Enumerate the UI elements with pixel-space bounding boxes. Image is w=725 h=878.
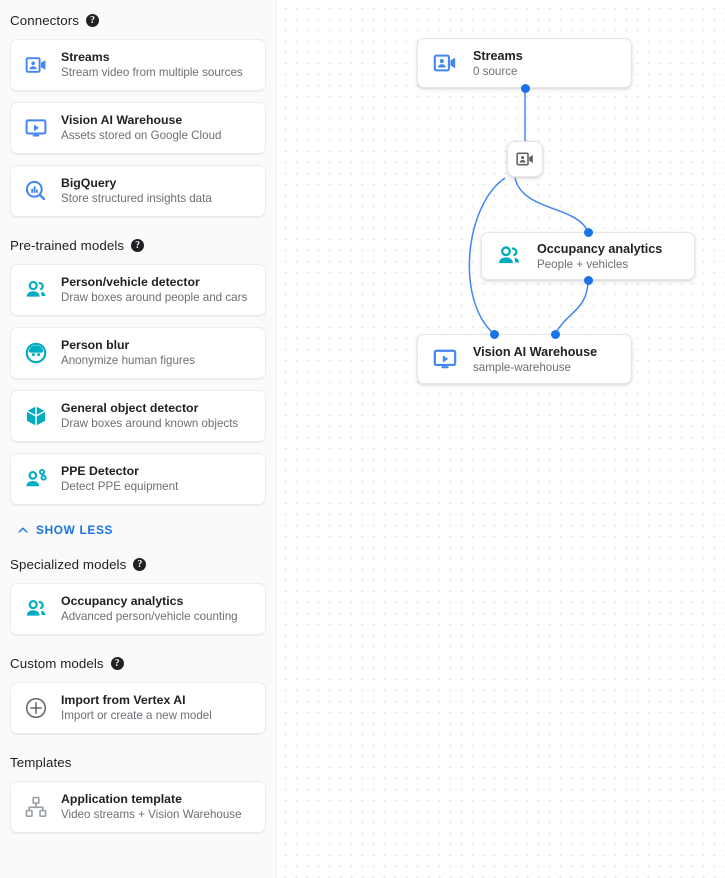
output-port-occupancy-analytics[interactable]: [583, 275, 593, 285]
palette-item-bigquery[interactable]: BigQuery Store structured insights data: [10, 165, 266, 217]
palette-item-general-object-detector[interactable]: General object detector Draw boxes aroun…: [10, 390, 266, 442]
palette-item-subtitle: Detect PPE equipment: [61, 480, 179, 493]
show-less-button[interactable]: SHOW LESS: [10, 523, 266, 537]
palette-item-title: Application template: [61, 792, 182, 806]
input-port-vision-ai-warehouse-left[interactable]: [489, 329, 499, 339]
help-icon[interactable]: ?: [86, 14, 99, 27]
graph-node-occupancy-analytics[interactable]: Occupancy analytics People + vehicles: [481, 232, 695, 280]
graph-node-vision-ai-warehouse[interactable]: Vision AI Warehouse sample-warehouse: [417, 334, 632, 384]
section-title: Connectors: [10, 13, 79, 28]
section-title: Templates: [10, 755, 72, 770]
palette-item-ppe-detector[interactable]: PPE Detector Detect PPE equipment: [10, 453, 266, 505]
show-less-label: SHOW LESS: [36, 523, 114, 537]
component-palette-sidebar[interactable]: Connectors ? Streams Stream video from m…: [0, 0, 277, 878]
graph-node-stream-relay[interactable]: [507, 141, 543, 177]
palette-item-person-blur[interactable]: Person blur Anonymize human figures: [10, 327, 266, 379]
edge-layer: [468, 88, 589, 335]
bigquery-icon: [23, 178, 49, 204]
section-header-templates: Templates: [10, 755, 266, 770]
edge-occupancy-to-warehouse: [554, 279, 589, 335]
palette-item-title: Streams: [61, 50, 110, 64]
help-icon[interactable]: ?: [131, 239, 145, 252]
graph-node-subtitle: People + vehicles: [537, 257, 629, 271]
graph-node-streams[interactable]: Streams 0 source: [417, 38, 632, 88]
palette-item-vision-ai-warehouse[interactable]: Vision AI Warehouse Assets stored on Goo…: [10, 102, 266, 154]
section-title: Specialized models: [10, 557, 127, 572]
video-person-icon: [23, 52, 49, 78]
palette-item-subtitle: Video streams + Vision Warehouse: [61, 808, 242, 821]
edge-relay-to-occupancy: [514, 177, 589, 233]
chevron-up-icon: [16, 523, 30, 537]
graph-node-subtitle: sample-warehouse: [473, 360, 571, 374]
palette-item-subtitle: Advanced person/vehicle counting: [61, 610, 238, 623]
hierarchy-icon: [23, 794, 49, 820]
face-blur-icon: [23, 340, 49, 366]
palette-item-occupancy-analytics[interactable]: Occupancy analytics Advanced person/vehi…: [10, 583, 266, 635]
people-icon: [23, 277, 49, 303]
people-icon: [495, 242, 523, 270]
input-port-occupancy-analytics[interactable]: [583, 227, 593, 237]
section-title: Custom models: [10, 656, 104, 671]
section-header-pretrained-models: Pre-trained models ?: [10, 238, 266, 253]
graph-node-title: Vision AI Warehouse: [473, 344, 598, 359]
output-port-streams[interactable]: [520, 83, 530, 93]
input-port-vision-ai-warehouse-right[interactable]: [550, 329, 560, 339]
cube-icon: [23, 403, 49, 429]
ppe-person-icon: [23, 466, 49, 492]
palette-item-streams[interactable]: Streams Stream video from multiple sourc…: [10, 39, 266, 91]
palette-item-title: BigQuery: [61, 176, 117, 190]
palette-item-title: General object detector: [61, 401, 199, 415]
palette-item-subtitle: Store structured insights data: [61, 192, 212, 205]
section-title: Pre-trained models: [10, 238, 125, 253]
palette-item-import-from-vertex-ai[interactable]: Import from Vertex AI Import or create a…: [10, 682, 266, 734]
edge-relay-to-warehouse: [468, 177, 506, 335]
video-person-icon: [431, 49, 459, 77]
palette-item-subtitle: Anonymize human figures: [61, 354, 196, 367]
palette-item-title: Vision AI Warehouse: [61, 113, 183, 127]
section-header-custom-models: Custom models ?: [10, 656, 266, 671]
palette-item-title: Import from Vertex AI: [61, 693, 186, 707]
palette-item-subtitle: Draw boxes around known objects: [61, 417, 239, 430]
palette-item-subtitle: Assets stored on Google Cloud: [61, 129, 222, 142]
palette-item-title: Person/vehicle detector: [61, 275, 200, 289]
video-person-icon: [515, 149, 535, 169]
palette-item-subtitle: Import or create a new model: [61, 709, 212, 722]
palette-item-application-template[interactable]: Application template Video streams + Vis…: [10, 781, 266, 833]
graph-node-title: Streams: [473, 48, 523, 63]
palette-item-person-vehicle-detector[interactable]: Person/vehicle detector Draw boxes aroun…: [10, 264, 266, 316]
monitor-play-icon: [23, 115, 49, 141]
palette-item-title: PPE Detector: [61, 464, 139, 478]
help-icon[interactable]: ?: [110, 657, 124, 670]
palette-item-subtitle: Draw boxes around people and cars: [61, 291, 248, 304]
palette-item-title: Person blur: [61, 338, 130, 352]
people-icon: [23, 596, 49, 622]
graph-canvas[interactable]: Streams 0 source Occupancy analytics Peo…: [277, 0, 725, 878]
graph-node-subtitle: 0 source: [473, 64, 518, 78]
help-icon[interactable]: ?: [133, 558, 147, 571]
section-header-specialized-models: Specialized models ?: [10, 557, 266, 572]
section-header-connectors: Connectors ?: [10, 13, 266, 28]
monitor-play-icon: [431, 345, 459, 373]
palette-item-subtitle: Stream video from multiple sources: [61, 66, 243, 79]
palette-item-title: Occupancy analytics: [61, 594, 184, 608]
graph-node-title: Occupancy analytics: [537, 241, 663, 256]
plus-circle-icon: [23, 695, 49, 721]
